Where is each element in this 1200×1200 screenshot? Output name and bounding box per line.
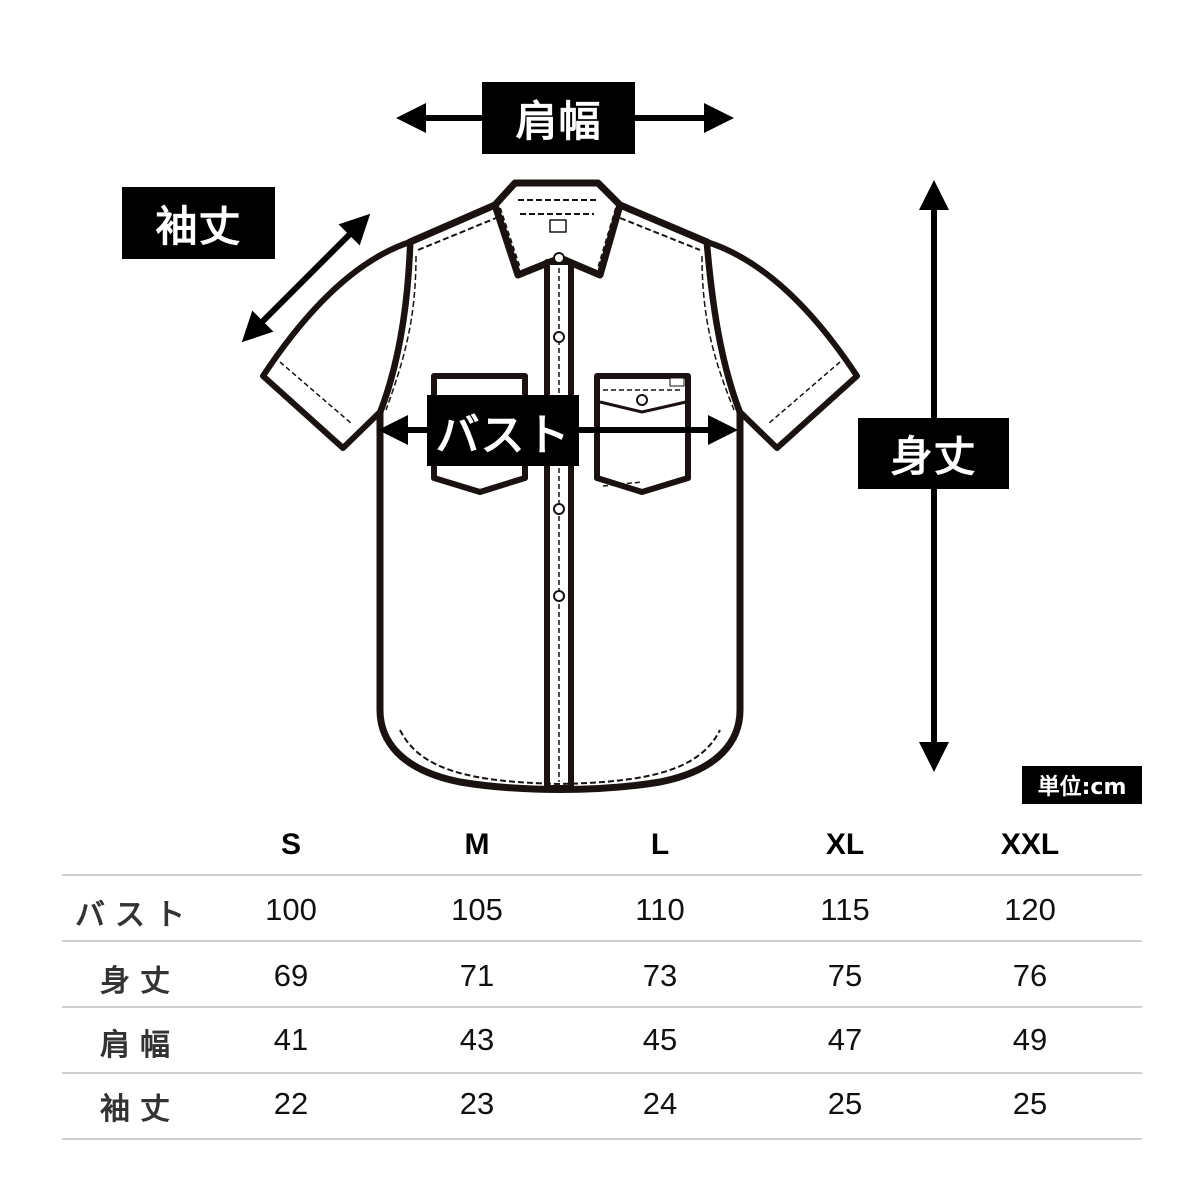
header-size-l: L [650, 828, 670, 861]
table-cell: 49 [1012, 1022, 1048, 1057]
right-sleeve [704, 239, 860, 451]
table-cell: 75 [827, 958, 863, 993]
table-cell: 69 [273, 958, 309, 993]
pocket-brand-tag [669, 377, 685, 387]
table-cell: 73 [642, 958, 678, 993]
header-size-m: M [464, 828, 490, 861]
row-label-sleeve-length: 袖丈 [100, 1092, 180, 1127]
row-label-bust: バスト [75, 898, 195, 933]
table-cell: 25 [827, 1086, 863, 1121]
header-size-s: S [280, 828, 301, 861]
table-cell: 76 [1012, 958, 1048, 993]
header-size-xxl: XXL [1000, 828, 1060, 861]
table-cell: 120 [1004, 892, 1056, 927]
table-divider [62, 1072, 1142, 1074]
table-cell: 47 [827, 1022, 863, 1057]
bust-label: バスト [427, 395, 579, 466]
shirt-illustration [260, 179, 860, 793]
table-cell: 41 [273, 1022, 309, 1057]
table-divider [62, 1138, 1142, 1140]
header-size-xl: XL [825, 828, 865, 861]
table-cell: 115 [820, 892, 870, 927]
row-label-shoulder-width: 肩幅 [100, 1028, 180, 1063]
right-pocket [594, 373, 691, 495]
table-cell: 105 [451, 892, 503, 927]
table-divider [62, 940, 1142, 942]
table-divider [62, 874, 1142, 876]
shoulder-width-label: 肩幅 [482, 82, 635, 154]
unit-label: 単位:cm [1022, 766, 1142, 804]
row-label-body-length: 身丈 [100, 964, 180, 999]
table-cell: 23 [459, 1086, 495, 1121]
table-cell: 43 [459, 1022, 495, 1057]
sleeve-arrow [241, 213, 371, 343]
body-length-label: 身丈 [858, 418, 1009, 489]
shirt-measurement-diagram [241, 103, 949, 793]
table-cell: 110 [635, 892, 685, 927]
table-cell: 24 [642, 1086, 678, 1121]
sleeve-length-label: 袖丈 [122, 187, 275, 259]
table-cell: 45 [642, 1022, 678, 1057]
table-cell: 25 [1012, 1086, 1048, 1121]
table-cell: 100 [265, 892, 317, 927]
table-cell: 71 [459, 958, 495, 993]
table-cell: 22 [273, 1086, 309, 1121]
table-divider [62, 1006, 1142, 1008]
collar-brand-tag [549, 219, 567, 233]
